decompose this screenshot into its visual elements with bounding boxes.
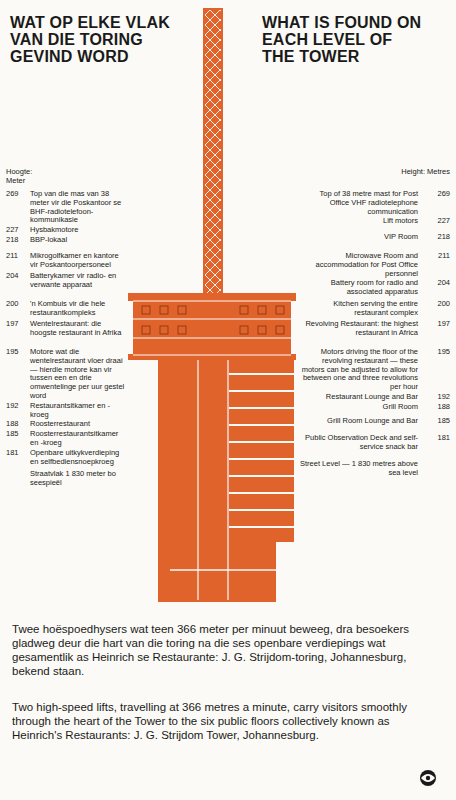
height-number: 197 <box>6 320 28 329</box>
head-block <box>133 301 291 357</box>
level-text: BBP-lokaal <box>30 236 126 245</box>
height-number: 185 <box>428 417 450 426</box>
mast <box>203 8 223 298</box>
level-text: VIP Room <box>300 233 418 242</box>
height-number: 204 <box>6 272 28 281</box>
level-text: Wentelrestaurant: die hoogste restaurant… <box>30 320 126 338</box>
level-text: Battery room for radio and associated ap… <box>300 279 418 297</box>
level-text: Motors driving the floor of the revolvin… <box>300 348 418 392</box>
heading: WAT OP ELKE VLAK VAN DIE TORING GEVIND W… <box>10 14 192 65</box>
floor-stripes <box>229 374 294 527</box>
tower-base <box>170 540 276 602</box>
level-text: Top of 38 metre mast for Post Office VHF… <box>300 190 418 216</box>
level-text: Roosterrestaurant <box>30 420 126 429</box>
level-text: Motore wat die wentelrestaurant vloer dr… <box>30 348 126 401</box>
level-text: Openbare uitkykverdieping en selfbediens… <box>30 449 126 467</box>
height-number: 195 <box>6 348 28 357</box>
column-heading: Hoogte: Meter <box>6 168 46 186</box>
level-text: Mikrogolfkamer en kantore vir Poskantoor… <box>30 252 126 270</box>
level-text: Restaurantsitkamer en -kroeg <box>30 402 126 420</box>
level-text: Top van die mas van 38 meter vir die Pos… <box>30 190 126 225</box>
level-text: Lift motors <box>300 217 418 226</box>
level-text: Public Observation Deck and self-service… <box>300 434 418 452</box>
height-number: 181 <box>428 434 450 443</box>
height-number: 269 <box>6 190 28 199</box>
height-number: 192 <box>428 393 450 402</box>
height-number: 269 <box>428 190 450 199</box>
logo <box>420 770 436 786</box>
level-text: Revolving Restaurant: the highest restau… <box>300 320 418 338</box>
level-text: Grill Room <box>300 403 418 412</box>
height-number: 185 <box>6 430 28 439</box>
height-number: 211 <box>6 252 28 261</box>
upper-flange <box>128 293 296 301</box>
restaurant-block <box>214 358 294 542</box>
description-text: Twee hoëspoedhysers wat teen 366 meter p… <box>12 622 442 678</box>
street-level: Street Level — 1 830 metres above sea le… <box>300 460 418 478</box>
height-number: 204 <box>428 279 450 288</box>
heading: WHAT IS FOUND ON EACH LEVEL OF THE TOWER <box>262 14 428 65</box>
level-text: Kitchen serving the entire restaurant co… <box>300 300 418 318</box>
height-number: 197 <box>428 320 450 329</box>
height-number: 211 <box>428 252 450 261</box>
level-text: Roosterrestaurantsitkamer en -kroeg <box>30 430 126 448</box>
height-number: 227 <box>428 217 450 226</box>
height-number: 200 <box>428 300 450 309</box>
level-text: Batterykamer vir radio- en verwante appa… <box>30 272 126 290</box>
description-text: Two high-speed lifts, travelling at 366 … <box>12 700 442 742</box>
height-number: 195 <box>428 348 450 357</box>
height-number: 192 <box>6 402 28 411</box>
lower-flange <box>128 354 296 360</box>
height-number: 181 <box>6 449 28 458</box>
height-number: 227 <box>6 226 28 235</box>
mast-lattice <box>205 10 221 296</box>
height-number: 218 <box>428 233 450 242</box>
height-number: 200 <box>6 300 28 309</box>
level-text: Grill Room Lounge and Bar <box>300 417 418 426</box>
street-level: Straatvlak 1 830 meter bo seespieël <box>30 470 126 488</box>
column-heading: Height: Metres <box>400 168 450 177</box>
level-text: Restaurant Lounge and Bar <box>300 393 418 402</box>
level-text: Microwave Room and accommodation for Pos… <box>300 252 418 278</box>
height-number: 188 <box>6 420 28 429</box>
level-text: 'n Kombuis vir die hele restaurantkomple… <box>30 300 126 318</box>
level-text: Hysbakmotore <box>30 226 126 235</box>
height-number: 188 <box>428 403 450 412</box>
room-details <box>142 306 284 334</box>
height-number: 218 <box>6 236 28 245</box>
